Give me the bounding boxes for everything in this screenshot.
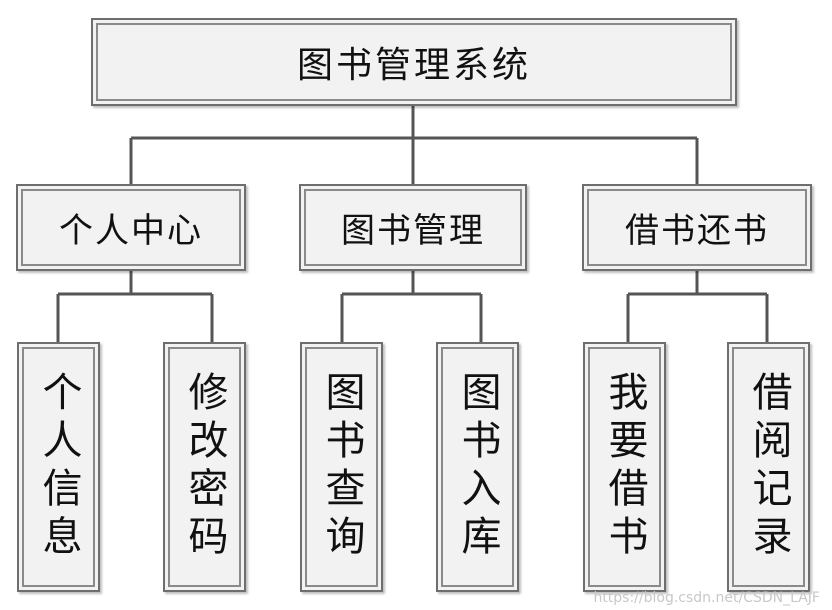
leaf-node-book-query: 图书查询 xyxy=(300,342,383,592)
category-label: 图书管理 xyxy=(341,211,485,251)
leaf-node-borrow-records: 借阅记录 xyxy=(727,342,810,592)
category-node-book-management: 图书管理 xyxy=(299,184,527,271)
root-node: 图书管理系统 xyxy=(91,18,737,106)
leaf-label: 个人信息 xyxy=(35,371,82,563)
leaf-node-book-stock-in: 图书入库 xyxy=(436,342,519,592)
leaf-label: 我要借书 xyxy=(601,371,648,563)
category-label: 借书还书 xyxy=(625,211,769,251)
watermark-text: https://blog.csdn.net/CSDN_LAJF xyxy=(593,590,820,606)
leaf-label: 图书入库 xyxy=(454,371,501,563)
category-label: 个人中心 xyxy=(59,211,203,251)
leaf-node-change-password: 修改密码 xyxy=(163,342,246,592)
category-node-personal-center: 个人中心 xyxy=(16,184,246,271)
root-label: 图书管理系统 xyxy=(296,45,531,86)
leaf-label: 借阅记录 xyxy=(745,371,792,563)
leaf-label: 图书查询 xyxy=(318,371,365,563)
leaf-node-personal-info: 个人信息 xyxy=(17,342,100,592)
leaf-label: 修改密码 xyxy=(181,371,228,563)
category-node-borrow-return: 借书还书 xyxy=(582,184,812,271)
leaf-node-borrow-book: 我要借书 xyxy=(583,342,666,592)
